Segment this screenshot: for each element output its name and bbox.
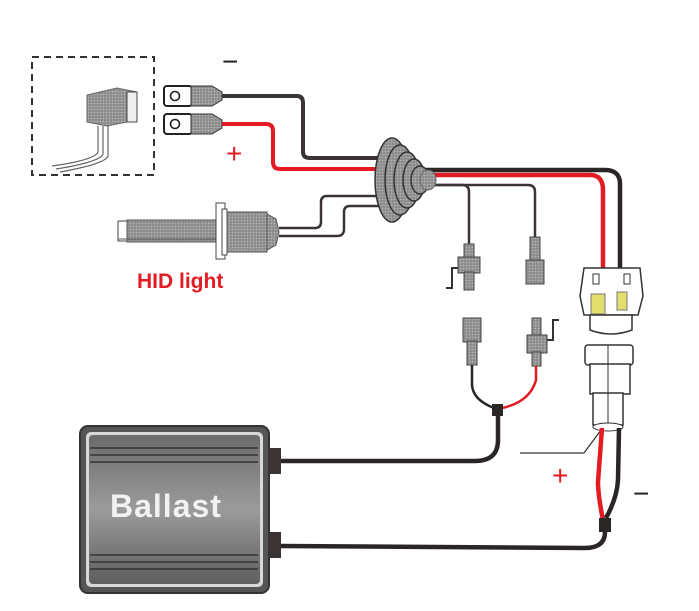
socket-positive-sign: + [552,460,569,491]
bulb-wire-1 [279,194,385,230]
y-wire-negative [470,365,495,410]
plug-junction [599,518,611,532]
hid-light-label: HID light [137,270,224,293]
socket-negative-sign: − [633,478,650,509]
y-wire-positive [501,366,538,410]
ballast-wire-lower [280,531,608,551]
main-negative-wire [425,167,623,268]
relay-icon [51,87,138,173]
plug-positive-wire [595,427,606,521]
grommet-boot [374,137,437,223]
ballast-wire-upper [281,416,501,464]
bulb-wire-2 [279,204,385,238]
ring-terminal-negative [163,85,223,107]
relay-positive-sign: + [226,138,243,169]
bullet-connector-male-upper [446,243,481,291]
relay-box [31,56,155,176]
ring-terminal-positive [163,113,223,135]
y-junction [492,404,503,416]
relay-negative-wire [222,94,385,160]
relay-negative-sign: − [222,46,239,77]
bullet-connector-female-upper [525,236,545,285]
bulb-socket [579,267,644,335]
main-positive-wire [425,172,606,268]
bullet-connector-female-lower [462,317,482,366]
ballast-label: Ballast [110,488,222,524]
plug-negative-wire [604,427,622,520]
branch-wire-1 [425,183,471,245]
branch-wire-2 [425,183,537,238]
ballast-box [79,425,281,594]
hid-bulb [117,202,280,260]
bullet-connector-male-lower [526,317,559,367]
vehicle-plug [584,344,634,432]
relay-positive-wire [222,122,385,171]
